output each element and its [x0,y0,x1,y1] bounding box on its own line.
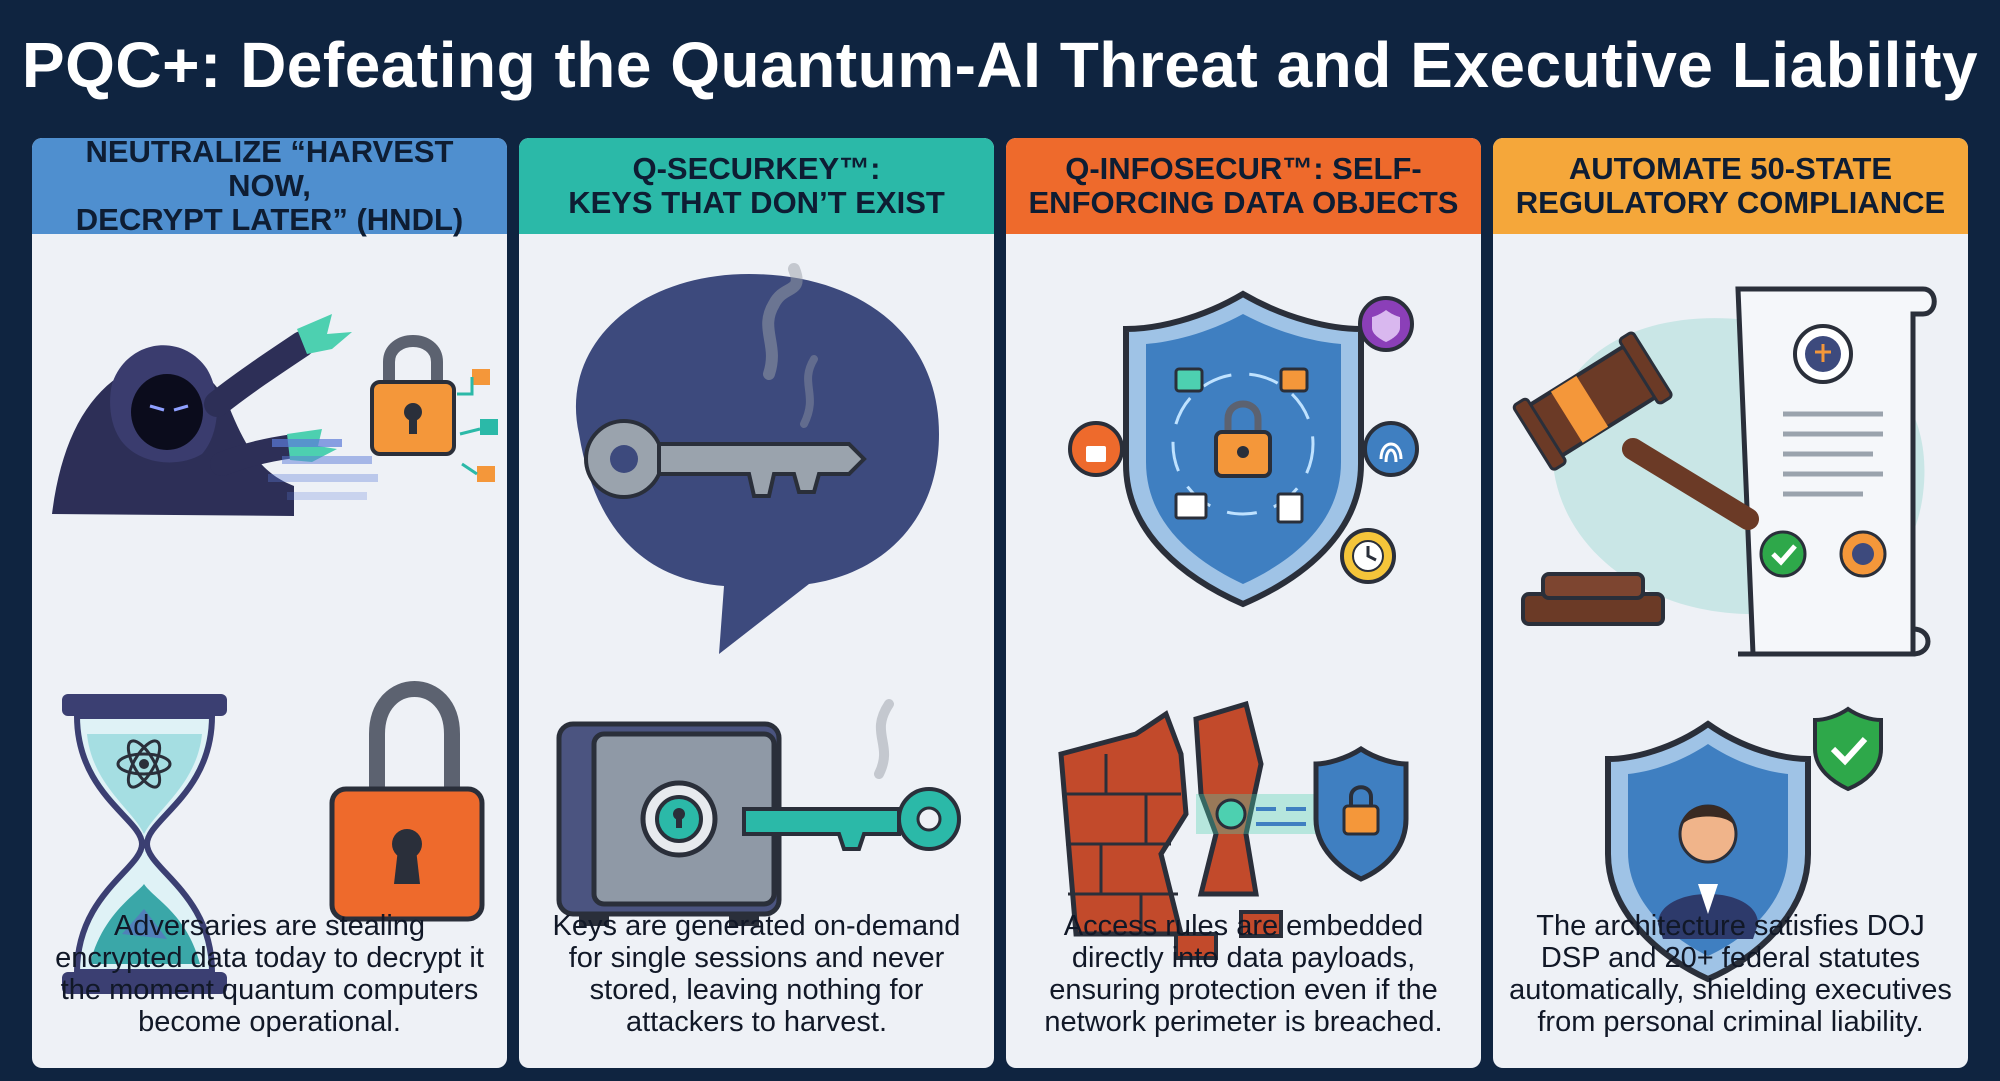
panel-header: AUTOMATE 50-STATE REGULATORY COMPLIANCE [1493,138,1968,234]
panel-description: Access rules are embedded directly into … [1018,910,1469,1050]
hooded-hacker-icon [52,314,352,516]
panel-header: Q-INFOSECUR™: SELF- ENFORCING DATA OBJEC… [1006,138,1481,234]
header-line: NEUTRALIZE “HARVEST NOW, [85,138,454,203]
desc-line: network perimeter is breached. [1044,1006,1443,1038]
desc-line: Keys are generated on-demand [552,910,961,942]
page-title: PQC+: Defeating the Quantum-AI Threat an… [21,29,1979,101]
desc-line: encrypted data today to decrypt it [55,942,484,974]
desc-line: stored, leaving nothing for [589,974,924,1006]
document-seal-icon [1735,286,1937,657]
header-line: DECRYPT LATER” (HNDL) [75,202,464,237]
header-line: AUTOMATE 50-STATE [1568,151,1893,186]
desc-line: from personal criminal liability. [1537,1006,1924,1038]
panel-illustration [1058,290,1419,960]
header-line: REGULATORY COMPLIANCE [1515,185,1946,220]
panel-illustration [556,263,961,926]
broken-wall-icon [1058,700,1283,960]
panel-compliance: AUTOMATE 50-STATE REGULATORY COMPLIANCE [1493,138,1968,1068]
desc-line: the moment quantum computers [60,974,479,1006]
padlock-icon [329,681,485,922]
hourglass-atom-icon [62,694,227,994]
desc-line: Adversaries are stealing [113,910,426,942]
key-icon [742,699,961,851]
safe-icon [556,721,782,926]
desc-line: The architecture satisfies DOJ [1536,910,1925,942]
desc-line: DSP and 20+ federal statutes [1540,942,1921,974]
padlock-icon [370,335,456,456]
header-line: ENFORCING DATA OBJECTS [1028,185,1459,220]
desc-line: Access rules are embedded [1063,910,1424,942]
panel-description: Adversaries are stealing encrypted data … [44,910,495,1050]
panel-securkey: Q-SECURKEY™: KEYS THAT DON’T EXIST [519,138,994,1068]
data-stream [1196,794,1336,834]
panel-hndl: NEUTRALIZE “HARVEST NOW, DECRYPT LATER” … [32,138,507,1068]
panel-illustration [1512,286,1937,983]
desc-line: automatically, shielding executives [1509,974,1952,1006]
desc-line: ensuring protection even if the [1049,974,1438,1006]
panel-description: The architecture satisfies DOJ DSP and 2… [1505,910,1956,1050]
shield-lock-icon [1313,745,1409,882]
desc-line: attackers to harvest. [625,1006,888,1038]
vanishing-key-icon [584,263,867,499]
panel-description: Keys are generated on-demand for single … [531,910,982,1050]
header-line: Q-INFOSECUR™: SELF- [1065,151,1422,186]
desc-line: for single sessions and never [568,942,945,974]
shield-lock-icon [1123,290,1364,608]
panels: NEUTRALIZE “HARVEST NOW, DECRYPT LATER” … [32,138,1968,1068]
desc-line: become operational. [138,1006,401,1038]
panel-header: Q-SECURKEY™: KEYS THAT DON’T EXIST [519,138,994,234]
header-line: Q-SECURKEY™: [632,151,881,186]
panel-header: NEUTRALIZE “HARVEST NOW, DECRYPT LATER” … [32,138,507,237]
file-icons [457,369,498,482]
data-stream [268,439,378,500]
desc-line: directly into data payloads, [1071,942,1416,974]
panel-infosecur: Q-INFOSECUR™: SELF- ENFORCING DATA OBJEC… [1006,138,1481,1068]
gavel-icon [1512,331,1759,626]
executive-shield-icon [1605,706,1883,983]
header-line: KEYS THAT DON’T EXIST [568,185,945,220]
panel-illustration [52,314,498,994]
